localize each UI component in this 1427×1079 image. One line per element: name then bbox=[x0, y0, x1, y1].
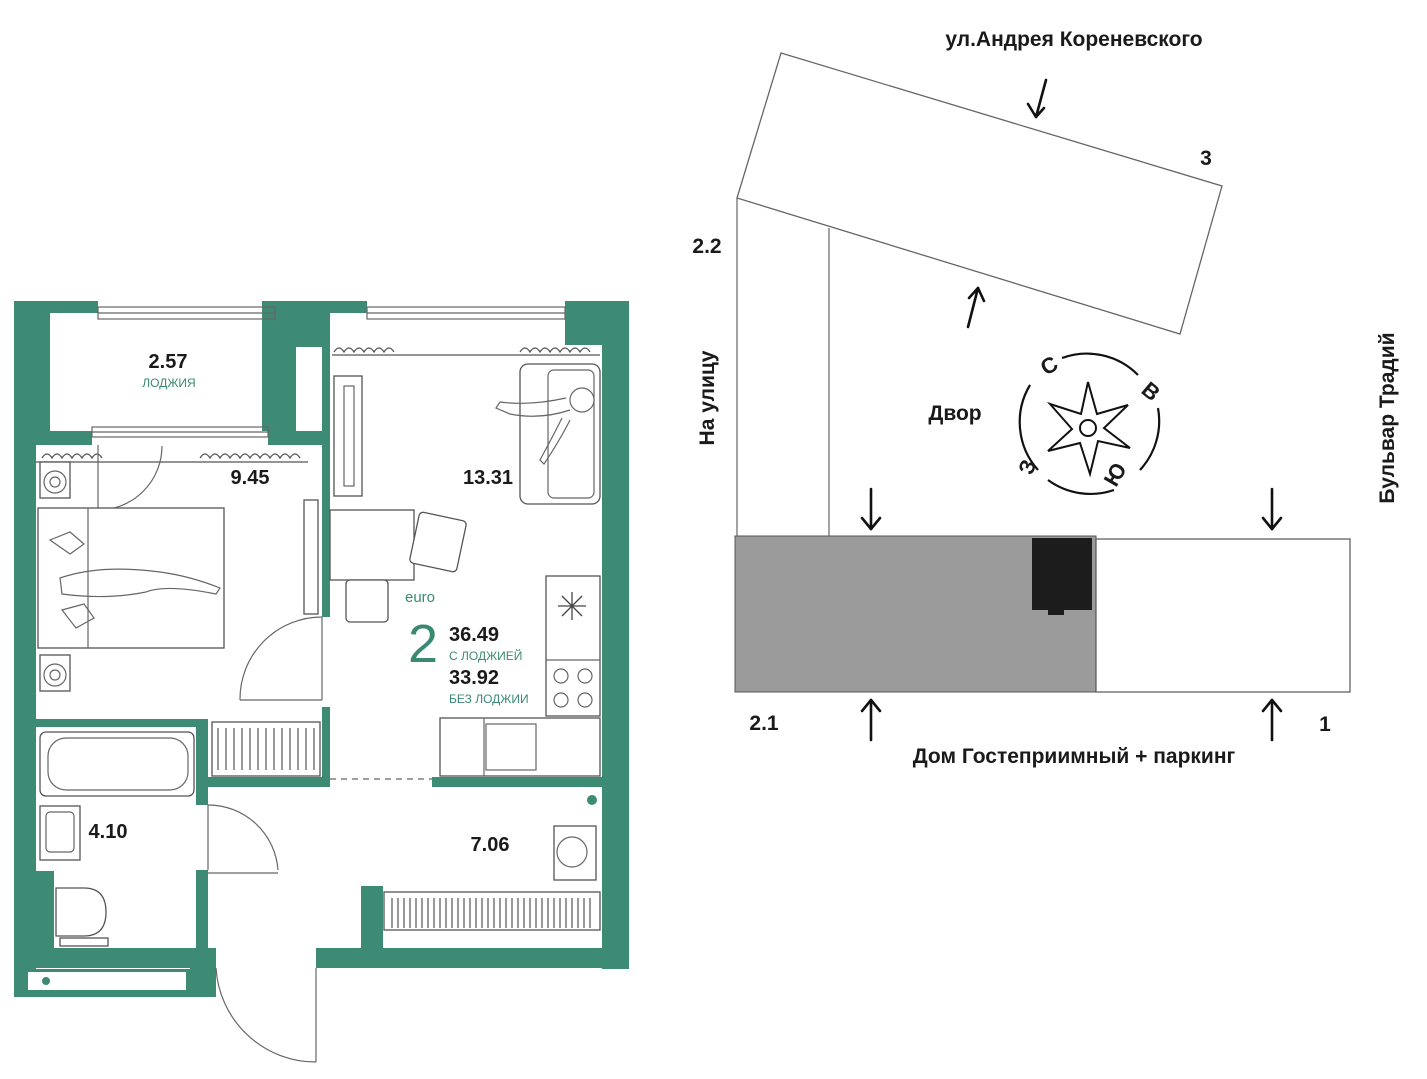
street-top-label: ул.Андрея Кореневского bbox=[945, 28, 1202, 51]
bathroom-furniture bbox=[39, 721, 321, 947]
living-kitchen-area: 13.31 bbox=[463, 467, 513, 489]
wall-opening bbox=[28, 972, 186, 990]
compass-north: С bbox=[1036, 351, 1062, 381]
hallway-furniture bbox=[383, 795, 601, 931]
with-loggia-caption: С ЛОДЖИЕЙ bbox=[449, 648, 522, 663]
without-loggia-caption: БЕЗ ЛОДЖИИ bbox=[449, 692, 529, 706]
compass-west: З bbox=[1013, 456, 1041, 478]
apartment-type-label: euro bbox=[405, 589, 435, 606]
building-3-outline bbox=[736, 52, 1223, 335]
loggia-area: 2.57 bbox=[149, 351, 188, 373]
floor-plan-windows bbox=[91, 306, 566, 438]
wall-marker-dot bbox=[42, 977, 50, 985]
room-count: 2 bbox=[408, 614, 438, 674]
courtyard-label: Двор bbox=[928, 402, 981, 425]
arrow-up-icon bbox=[1261, 698, 1283, 742]
compass-east: В bbox=[1137, 377, 1165, 406]
arrow-up-icon bbox=[860, 698, 882, 742]
kitchen-furniture bbox=[439, 575, 601, 777]
compass-rose: С В Ю З bbox=[1013, 351, 1165, 495]
closet-hangers bbox=[217, 728, 591, 928]
street-right-label: Бульвар Традий bbox=[1376, 332, 1399, 503]
bedroom-area: 9.45 bbox=[231, 467, 270, 489]
compass-south: Ю bbox=[1099, 458, 1132, 490]
building-3-label: 3 bbox=[1200, 147, 1212, 170]
area-with-loggia: 36.49 bbox=[449, 624, 499, 646]
fridge-snowflake-icon bbox=[558, 592, 586, 620]
entrance-arrows bbox=[860, 78, 1283, 742]
area-without-loggia: 33.92 bbox=[449, 667, 499, 689]
floor-plan-radiators bbox=[36, 347, 600, 463]
floor-plan-walls bbox=[14, 301, 629, 997]
site-plan: С В Ю З ул.Андрея Кореневского На улицу … bbox=[692, 28, 1399, 768]
building-2-2-label: 2.2 bbox=[692, 235, 721, 258]
living-room-furniture bbox=[329, 363, 601, 623]
arrow-up-icon bbox=[966, 286, 986, 329]
building-2-1-label: 2.1 bbox=[749, 712, 779, 735]
house-bottom-label: Дом Гостеприимный + паркинг bbox=[913, 745, 1236, 768]
arrow-down-icon bbox=[860, 487, 882, 531]
arrow-down-icon bbox=[1026, 78, 1048, 119]
house-entrance-block bbox=[1032, 538, 1092, 610]
loggia-caption: ЛОДЖИЯ bbox=[142, 376, 195, 390]
building-1-block bbox=[1095, 538, 1351, 693]
street-left-label: На улицу bbox=[696, 350, 719, 445]
building-1-label: 1 bbox=[1319, 713, 1331, 736]
bedroom-furniture bbox=[37, 461, 319, 692]
floor-plan: 2.57 ЛОДЖИЯ 9.45 13.31 4.10 7.06 euro 2 … bbox=[14, 301, 629, 1063]
arrow-down-icon bbox=[1261, 487, 1283, 531]
hallway-area: 7.06 bbox=[471, 834, 510, 856]
compass-star-icon bbox=[1046, 381, 1131, 478]
bathroom-area: 4.10 bbox=[89, 821, 128, 843]
